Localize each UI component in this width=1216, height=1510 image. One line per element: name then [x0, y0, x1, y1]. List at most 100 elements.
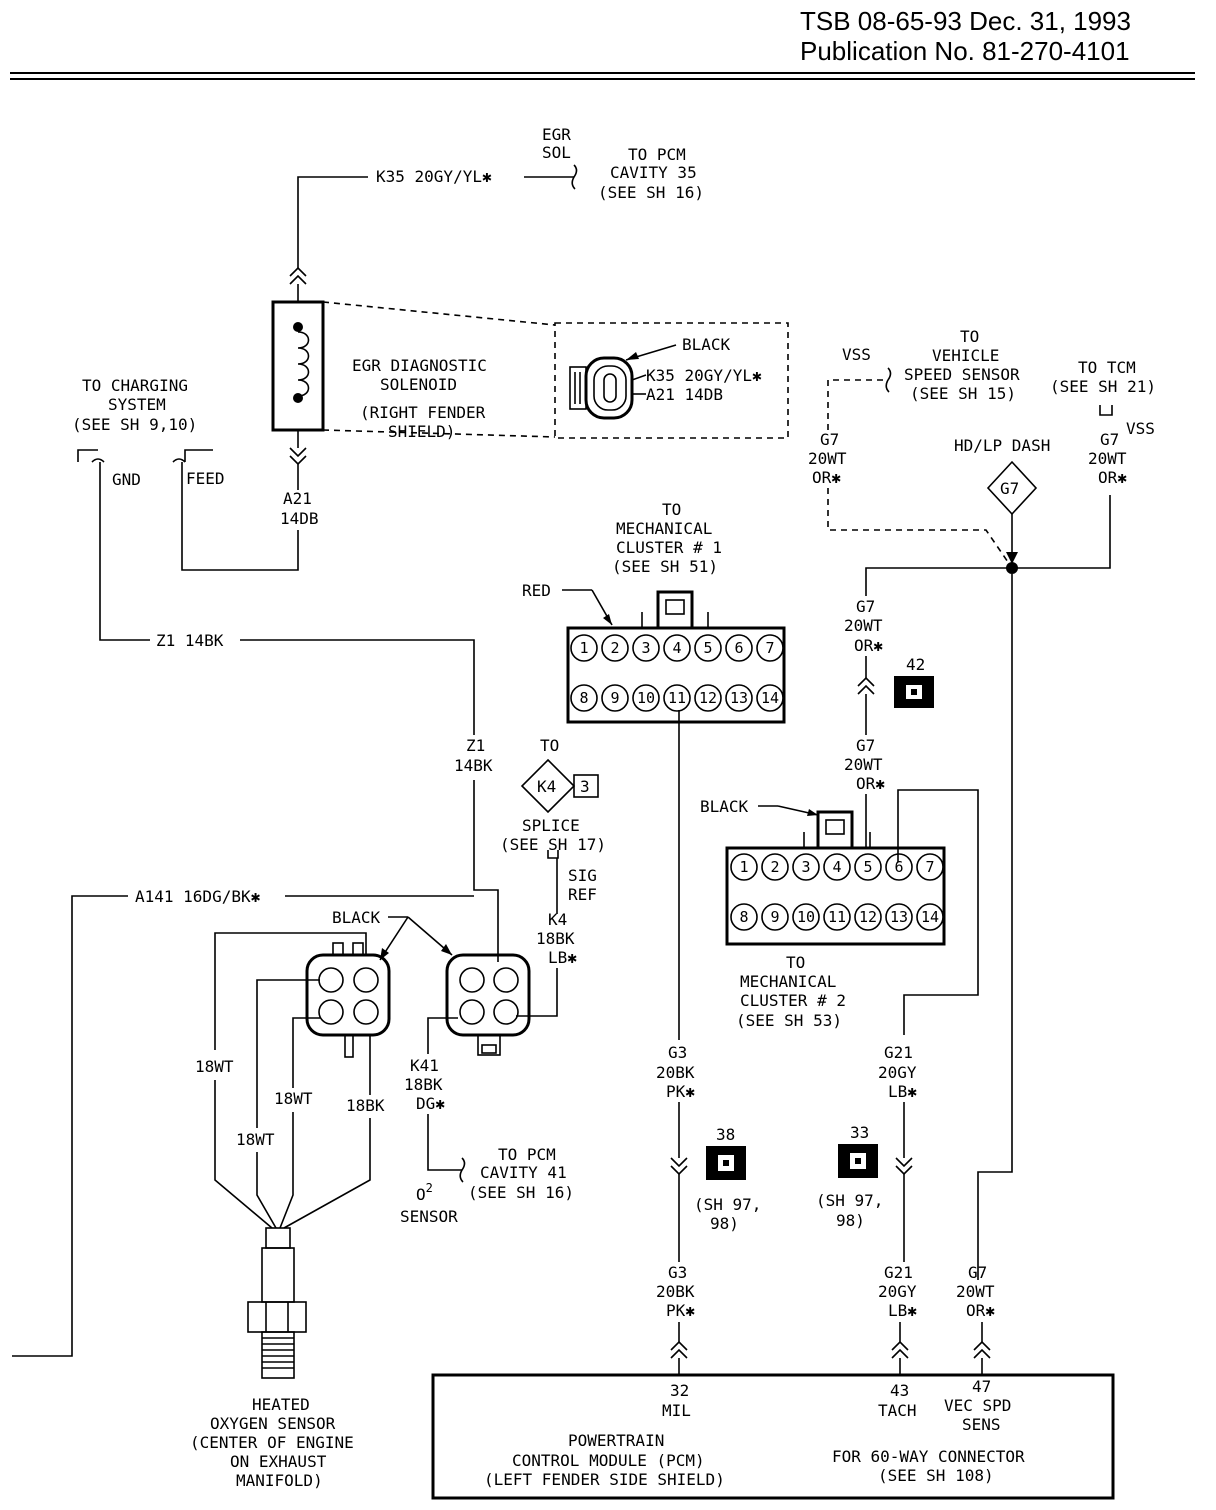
- connector-33-label: 33: [850, 1123, 869, 1142]
- splice-diamond: [520, 758, 576, 814]
- z1-wire-label: 14BK: [454, 756, 493, 775]
- to-vss-label: SPEED SENSOR: [904, 365, 1020, 384]
- g7-wire-label: G7: [820, 430, 839, 449]
- a141-wire: [12, 895, 128, 1357]
- o2-harness-connector: [305, 953, 391, 1037]
- g7-wire-label: 20WT: [956, 1282, 995, 1301]
- solenoid-label: EGR DIAGNOSTIC: [352, 356, 487, 375]
- connector-pin-number: 2: [770, 858, 779, 876]
- k41-wire-label: K41: [410, 1056, 439, 1075]
- connector-pin: [792, 903, 820, 931]
- vss-label: VSS: [842, 345, 871, 364]
- g7-wire-label: G7: [856, 736, 875, 755]
- connector-pin-number: 5: [863, 858, 872, 876]
- connector-chevron-icon: [895, 1157, 913, 1176]
- connector-pin-number: 12: [859, 908, 877, 926]
- g7-wire: [977, 574, 1013, 1280]
- connector-pin: [756, 684, 784, 712]
- g21-wire-label: G21: [884, 1043, 913, 1062]
- g3-wire-label: G3: [668, 1263, 687, 1282]
- solenoid-terminal: [293, 322, 303, 332]
- connector-pin-number: 13: [730, 689, 748, 707]
- tsb-number: TSB 08-65-93 Dec. 31, 1993: [800, 6, 1131, 36]
- g7-wire-label: 20WT: [844, 616, 883, 635]
- publication-number: Publication No. 81-270-4101: [800, 36, 1130, 66]
- cluster1-label: (SEE SH 51): [612, 557, 718, 576]
- connector-pin-number: 9: [770, 908, 779, 926]
- connector-pin-number: 7: [765, 639, 774, 657]
- arrow-icon: [603, 614, 612, 625]
- connector-pin-number: 14: [921, 908, 939, 926]
- o2-section: A141 16DG/BK✱ BLACK 18WT 18WT 18WT: [12, 887, 574, 1490]
- o2-label: SENSOR: [400, 1207, 458, 1226]
- connector-pin-number: 9: [610, 689, 619, 707]
- g7-diamond-label: G7: [1000, 479, 1019, 498]
- connector-chevron-icon: [891, 1340, 909, 1359]
- connector-pin: [823, 853, 851, 881]
- k35-wire-label: K35 20GY/YL✱: [376, 167, 492, 186]
- connector-pin-number: 8: [579, 689, 588, 707]
- pcm-pin-label: VEC SPD: [944, 1396, 1011, 1415]
- pcm-label: CONTROL MODULE (PCM): [512, 1451, 705, 1470]
- pcm-pin-label: 43: [890, 1381, 909, 1400]
- g3-wire-label: PK✱: [666, 1082, 695, 1101]
- k4-wire-label: 18BK: [536, 929, 575, 948]
- g7-wire-label: G7: [856, 597, 875, 616]
- o2-sensor-connector: [445, 953, 531, 1037]
- sh-ref-label: 98): [836, 1211, 865, 1230]
- oxygen-sensor: [265, 1227, 291, 1249]
- sensor-label: (CENTER OF ENGINE: [190, 1433, 354, 1452]
- connector-pin: [725, 684, 753, 712]
- g3-wire-label: PK✱: [666, 1301, 695, 1320]
- wire-break-symbol: [885, 367, 892, 393]
- solenoid-coil-icon: [297, 331, 310, 397]
- header-rule: [10, 72, 1195, 74]
- inset-pin-label: K35 20GY/YL✱: [646, 366, 762, 385]
- connector-pin-number: 6: [894, 858, 903, 876]
- connector-pin: [570, 684, 598, 712]
- g7-wire-label: 20WT: [1088, 449, 1127, 468]
- pcm-pin-label: TACH: [878, 1401, 917, 1420]
- wire-break-symbol: [459, 1157, 466, 1183]
- cluster1-label: CLUSTER # 1: [616, 538, 722, 557]
- egr-sol-label: SOL: [542, 143, 571, 162]
- sensor-label: OXYGEN SENSOR: [210, 1414, 336, 1433]
- connector-pin: [916, 853, 944, 881]
- cluster2-label: MECHANICAL: [740, 972, 836, 991]
- inset-color-label: BLACK: [682, 335, 731, 354]
- to-vss-label: VEHICLE: [932, 346, 999, 365]
- g21-wire-label: LB✱: [888, 1301, 917, 1320]
- splice-label: SPLICE: [522, 816, 580, 835]
- egr-section: K35 20GY/YL✱ EGR SOL TO PCM CAVITY 35 (S…: [181, 125, 789, 571]
- arrow-icon: [807, 809, 818, 816]
- arrow-icon: [1006, 552, 1018, 564]
- to-vss-label: TO: [960, 327, 979, 346]
- to-tcm-label: TO TCM: [1078, 358, 1136, 377]
- a21-wire: [181, 462, 299, 571]
- header: TSB 08-65-93 Dec. 31, 1993 Publication N…: [0, 0, 1216, 80]
- o2-wire-label: 18WT: [274, 1089, 313, 1108]
- to-vss-label: (SEE SH 15): [910, 384, 1016, 403]
- g21-wire-label: 20GY: [878, 1063, 917, 1082]
- connector-pin: [761, 853, 789, 881]
- z1-wire: [240, 639, 475, 735]
- cluster1-section: TO MECHANICAL CLUSTER # 1 (SEE SH 51) RE…: [522, 500, 786, 1040]
- pcm-pin-label: 47: [972, 1377, 991, 1396]
- inset-pin-label: A21 14DB: [646, 385, 723, 404]
- connector-pin-number: 5: [703, 639, 712, 657]
- connector-38-label: 38: [716, 1125, 735, 1144]
- black-label: BLACK: [332, 908, 381, 927]
- connector-pin: [663, 634, 691, 662]
- connector-pin: [601, 634, 629, 662]
- connector-pin-number: 10: [797, 908, 815, 926]
- lower-section: G3 20BK PK✱ 38 (SH 97, 98) G3 20BK PK✱ G…: [656, 1043, 917, 1375]
- g7-wire-label: OR✱: [856, 774, 885, 793]
- connector-pin: [885, 903, 913, 931]
- o2-wire-label: 18BK: [346, 1096, 385, 1115]
- g7-wire-label: OR✱: [812, 468, 841, 487]
- charging-label: SYSTEM: [108, 395, 166, 414]
- connector-pin: [663, 684, 691, 712]
- pcm-connector-label: FOR 60-WAY CONNECTOR: [832, 1447, 1025, 1466]
- to-pcm-41-label: CAVITY 41: [480, 1163, 567, 1182]
